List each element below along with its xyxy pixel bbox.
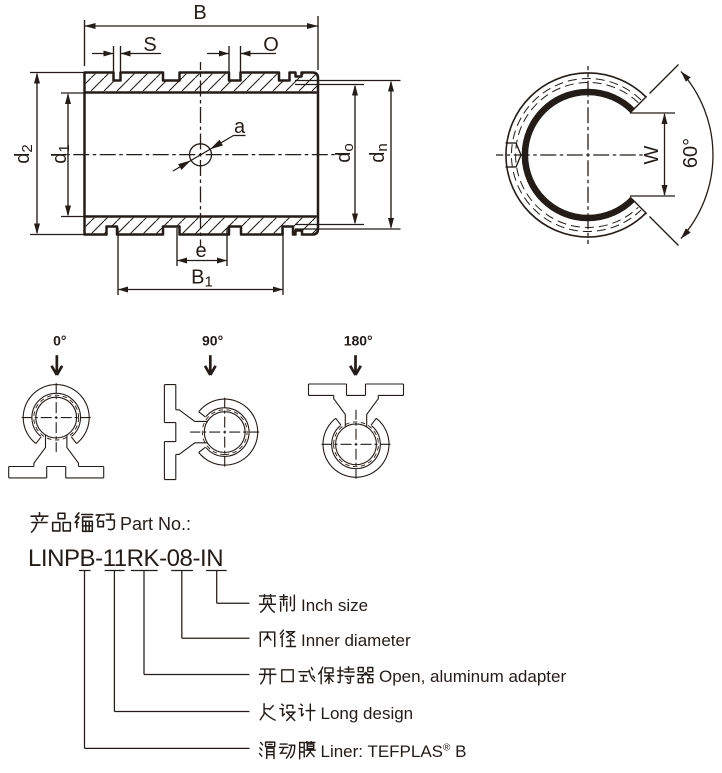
svg-text:O: O (263, 34, 279, 56)
svg-text:B1: B1 (191, 267, 213, 291)
svg-text:0°: 0° (53, 333, 66, 349)
svg-text:W: W (641, 145, 663, 164)
svg-text:a: a (234, 116, 246, 138)
svg-text:60°: 60° (680, 138, 702, 168)
svg-text:do: do (333, 143, 357, 162)
svg-text:d2: d2 (12, 144, 36, 163)
svg-text:90°: 90° (202, 333, 223, 349)
svg-text:B: B (193, 2, 206, 24)
svg-text:e: e (195, 240, 206, 262)
svg-text:dn: dn (367, 143, 391, 162)
svg-text:180°: 180° (344, 333, 373, 349)
svg-text:S: S (143, 34, 156, 56)
svg-text:d1: d1 (49, 144, 73, 163)
